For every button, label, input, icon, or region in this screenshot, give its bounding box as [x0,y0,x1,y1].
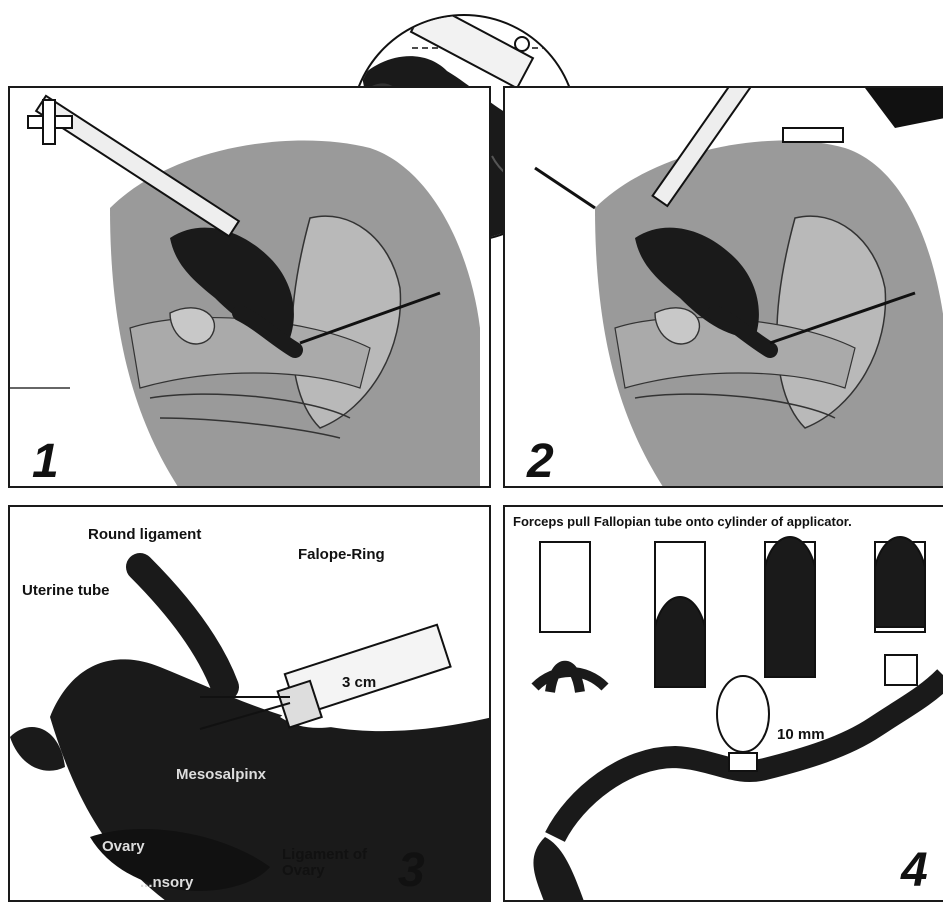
applicator-step-2 [655,542,705,687]
size-label: 3 cm [342,675,376,691]
panel-3: Round ligament Falope-Ring Uterine tube … [8,505,491,902]
panel-number: 3 [398,847,425,895]
fallopian-ring-steps-illustration [505,507,943,902]
ligament-of-ovary-label: Ligament of Ovary [282,847,367,879]
pelvic-laparoscopy-illustration-2 [505,88,943,488]
falope-ring-label: Falope-Ring [298,547,385,563]
applicator-step-1 [535,542,605,692]
panel-1: 1 [8,86,491,488]
uterine-tube-anatomy-illustration [10,507,491,902]
ovary-label: Ovary [102,839,145,855]
panel-4: Forceps pull Fallopian tube onto cylinde… [503,505,943,902]
uterine-tube-label: Uterine tube [22,583,110,599]
applicator-step-4 [875,537,925,685]
panel-2: 2 [503,86,943,488]
suspensory-ligament-label: ...nsory [140,875,193,891]
panel-number: 2 [527,438,554,486]
panel-number: 1 [32,438,59,486]
mesosalpinx-label: Mesosalpinx [176,767,266,783]
round-ligament-label: Round ligament [88,527,201,543]
applicator-step-3 [765,537,815,677]
ring-size-label: 10 mm [777,727,825,743]
panel-number: 4 [901,847,928,895]
pelvic-laparoscopy-illustration-1 [10,88,491,488]
